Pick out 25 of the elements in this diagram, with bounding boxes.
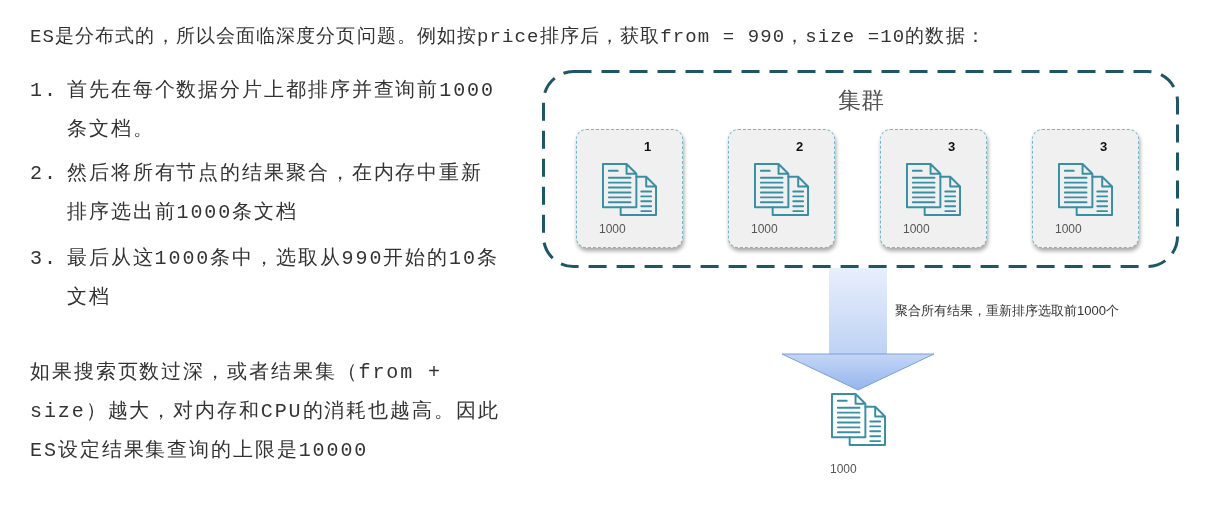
edge-label: 聚合所有结果，重新排序选取前1000个 — [895, 303, 1119, 319]
list-item-text: 然后将所有节点的结果聚合，在内存中重新排序选出前1000条文档 — [67, 161, 485, 226]
block-arrow — [781, 268, 935, 391]
document-count: 1000 — [903, 222, 930, 236]
shard-number: 1 — [644, 139, 652, 154]
shard-card — [880, 129, 987, 248]
shard-number: 2 — [796, 139, 804, 154]
document-count: 1000 — [751, 222, 778, 236]
list-number: 1. — [30, 78, 58, 104]
shard-number: 3 — [1100, 139, 1108, 154]
list-item-text: 首先在每个数据分片上都排序并查询前1000条文档。 — [67, 78, 496, 143]
document-count: 1000 — [830, 462, 857, 476]
document-count: 1000 — [1055, 222, 1082, 236]
intro-text: ES是分布式的，所以会面临深度分页问题。例如按price排序后，获取from = 990，size =10的数据： — [30, 25, 986, 50]
shard-card — [728, 129, 835, 248]
shard-card — [1032, 129, 1139, 248]
cluster-boundary — [542, 70, 1179, 268]
shard-number: 3 — [948, 139, 956, 154]
note-text: 如果搜索页数过深，或者结果集（from + size）越大，对内存和CPU的消耗也越高。因此ES设定结果集查询的上限是10000 — [30, 360, 501, 464]
list-number: 3. — [30, 246, 58, 272]
list-item-text: 最后从这1000条中，选取从990开始的10条文档 — [67, 246, 500, 311]
document-count: 1000 — [599, 222, 626, 236]
list-number: 2. — [30, 161, 58, 187]
cluster-title: 集群 — [837, 86, 884, 114]
shard-card — [576, 129, 683, 248]
